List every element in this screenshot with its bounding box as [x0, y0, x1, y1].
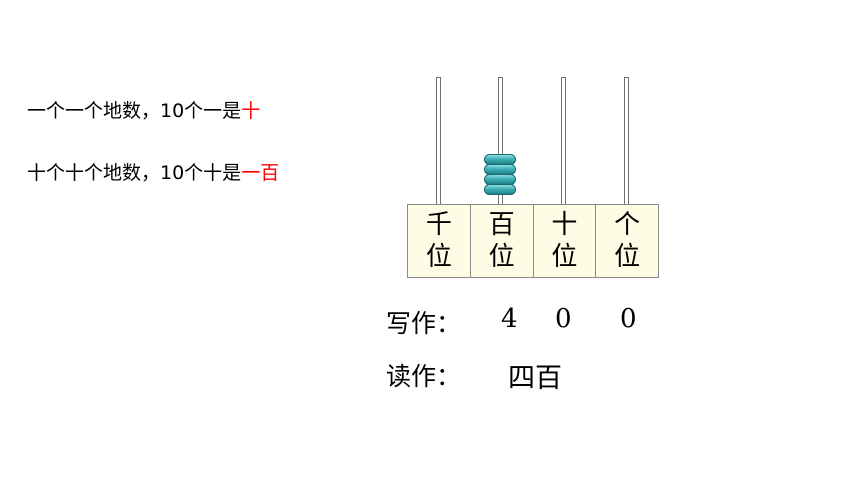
counting-line-ones-text: 一个一个地数，10个一是	[27, 100, 242, 122]
place-hundreds-bottom: 位	[488, 242, 515, 272]
place-tens-top: 十	[551, 210, 578, 240]
place-thousands: 千 位	[408, 205, 471, 277]
write-digit-ones: 0	[620, 304, 637, 334]
counting-line-ones: 一个一个地数，10个一是十	[27, 96, 260, 123]
write-digit-tens: 0	[555, 304, 572, 334]
place-thousands-top: 千	[425, 210, 452, 240]
abacus-bead-hundreds	[484, 174, 516, 185]
place-ones-top: 个	[614, 210, 641, 240]
place-ones: 个 位	[596, 205, 658, 277]
read-label: 读作：	[386, 362, 462, 391]
counting-line-ones-answer: 十	[241, 100, 261, 122]
abacus-rod-ones	[624, 77, 629, 205]
counting-line-tens: 十个十个地数，10个十是一百	[27, 158, 279, 185]
place-hundreds: 百 位	[471, 205, 534, 277]
abacus-bead-hundreds	[484, 184, 516, 195]
place-hundreds-top: 百	[488, 210, 515, 240]
place-tens: 十 位	[534, 205, 597, 277]
abacus-rod-thousands	[436, 77, 441, 205]
place-thousands-bottom: 位	[425, 242, 452, 272]
read-value: 四百	[508, 363, 562, 394]
place-tens-bottom: 位	[551, 242, 578, 272]
counting-line-tens-text: 十个十个地数，10个十是	[27, 162, 242, 184]
write-digit-hundreds: 4	[501, 304, 518, 334]
place-ones-bottom: 位	[614, 242, 641, 272]
counting-line-tens-answer: 一百	[241, 162, 280, 184]
place-value-labels: 千 位 百 位 十 位 个 位	[407, 204, 659, 278]
write-label: 写作：	[386, 309, 462, 338]
abacus-bead-hundreds	[484, 154, 516, 165]
abacus-rod-tens	[561, 77, 566, 205]
abacus-bead-hundreds	[484, 164, 516, 175]
